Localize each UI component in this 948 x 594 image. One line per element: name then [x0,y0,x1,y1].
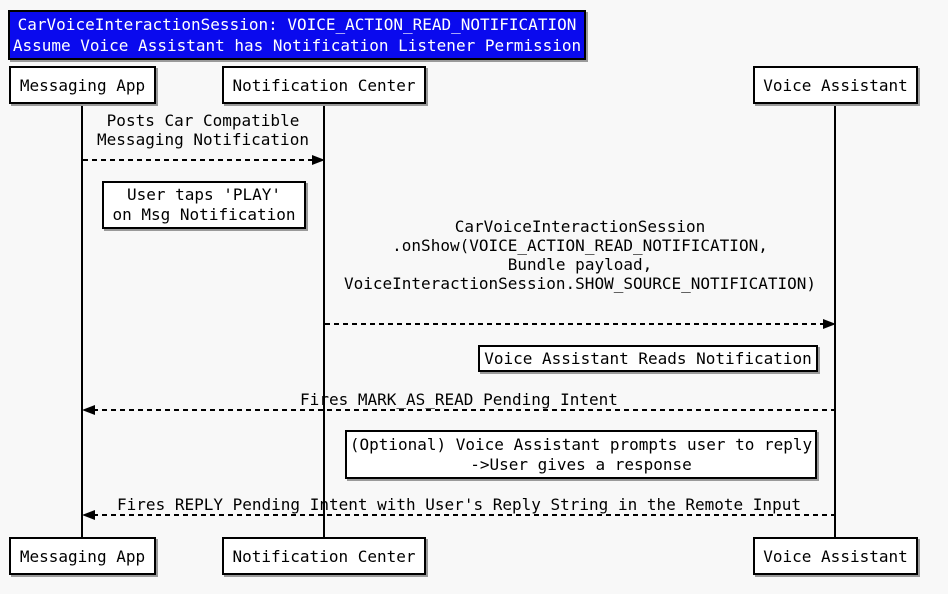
diagram-title-line-2: Assume Voice Assistant has Notification … [12,36,582,55]
actor-box-voice-assistant-top: Voice Assistant [753,66,918,104]
actor-box-notification-center-top: Notification Center [222,66,426,104]
arrow-mark-as-read [82,405,835,415]
lifeline-notification-center [323,104,325,538]
diagram-title-line-1: CarVoiceInteractionSession: VOICE_ACTION… [17,15,577,34]
arrow-posts-notification [83,155,325,165]
actor-label: Notification Center [232,75,416,95]
lifeline-messaging-app [81,104,83,538]
actor-label: Notification Center [232,546,416,566]
actor-box-notification-center-bottom: Notification Center [222,537,426,575]
arrow-onshow [325,319,836,329]
actor-box-messaging-app-bottom: Messaging App [9,537,156,575]
note-optional-prompt-reply: (Optional) Voice Assistant prompts user … [345,430,817,479]
note-user-taps-play: User taps 'PLAY' on Msg Notification [102,181,306,229]
actor-label: Voice Assistant [763,75,908,95]
message-label-onshow: CarVoiceInteractionSession .onShow(VOICE… [343,217,816,293]
arrow-reply-intent [82,510,835,520]
message-label-mark-as-read: Fires MARK_AS_READ Pending Intent [300,390,618,409]
note-voice-assistant-reads: Voice Assistant Reads Notification [478,345,818,372]
actor-label: Voice Assistant [763,546,908,566]
actor-label: Messaging App [19,546,146,566]
message-label-posts-notification: Posts Car Compatible Messaging Notificat… [97,111,309,149]
diagram-title: CarVoiceInteractionSession: VOICE_ACTION… [8,10,586,60]
actor-box-voice-assistant-bottom: Voice Assistant [753,537,918,575]
actor-label: Messaging App [19,75,146,95]
actor-box-messaging-app-top: Messaging App [9,66,156,104]
message-label-reply-intent: Fires REPLY Pending Intent with User's R… [117,495,801,514]
